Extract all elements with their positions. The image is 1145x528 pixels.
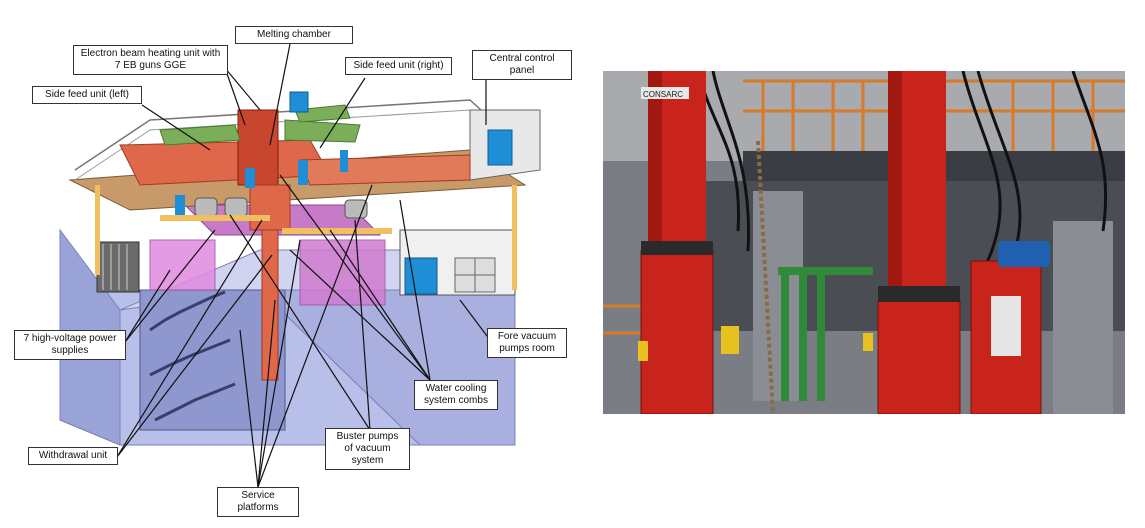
callout-central-control-panel: Central control panel — [472, 50, 572, 80]
blue-cabinet-top — [290, 92, 308, 112]
grey-duct — [753, 191, 803, 401]
platform-leg — [512, 185, 517, 290]
platform-leg — [95, 185, 100, 275]
column-clamp — [878, 286, 960, 302]
callout-eb-heating-unit: Electron beam heating unit with 7 EB gun… — [73, 45, 228, 75]
green-feed-right — [285, 120, 360, 142]
blue-unit — [298, 160, 308, 185]
yellow-tag — [638, 341, 648, 361]
crucible-column — [250, 185, 290, 230]
red-column-right-base — [878, 301, 960, 414]
feeder-window — [991, 296, 1021, 356]
blue-unit — [245, 168, 255, 188]
facility-photo: CONSARC — [603, 71, 1125, 414]
column-clamp — [641, 241, 713, 255]
callout-side-feed-right: Side feed unit (right) — [345, 57, 452, 75]
red-column-left-base — [641, 251, 713, 414]
callout-side-feed-left: Side feed unit (left) — [32, 86, 142, 104]
yellow-tag — [863, 333, 873, 351]
grey-duct — [1053, 221, 1113, 414]
yellow-beam — [282, 228, 392, 234]
pump-cabinet — [405, 258, 437, 294]
blue-unit — [340, 150, 348, 172]
blue-motor — [998, 241, 1050, 267]
callout-withdrawal-unit: Withdrawal unit — [28, 447, 118, 465]
callout-water-cooling: Water cooling system combs — [414, 380, 498, 410]
callout-service-platforms: Service platforms — [217, 487, 299, 517]
control-console — [488, 130, 512, 165]
brand-text: CONSARC — [643, 90, 683, 99]
leader-eb — [225, 68, 245, 125]
booster-pump — [345, 200, 367, 218]
booster-pump — [225, 198, 247, 216]
callout-melting-chamber: Melting chamber — [235, 26, 353, 44]
feed-unit-right — [300, 155, 470, 185]
callout-buster-pumps: Buster pumps of vacuum system — [325, 428, 410, 470]
callout-hv-power-supplies: 7 high-voltage power supplies — [14, 330, 126, 360]
pink-staircase-left — [150, 240, 215, 290]
callout-fore-vacuum-pumps: Fore vacuum pumps room — [487, 328, 567, 358]
facility-photo-drawing: CONSARC — [603, 71, 1125, 414]
booster-pump — [195, 198, 217, 216]
leader-eb — [225, 68, 260, 110]
yellow-beam — [160, 215, 270, 221]
yellow-tag — [721, 326, 739, 354]
